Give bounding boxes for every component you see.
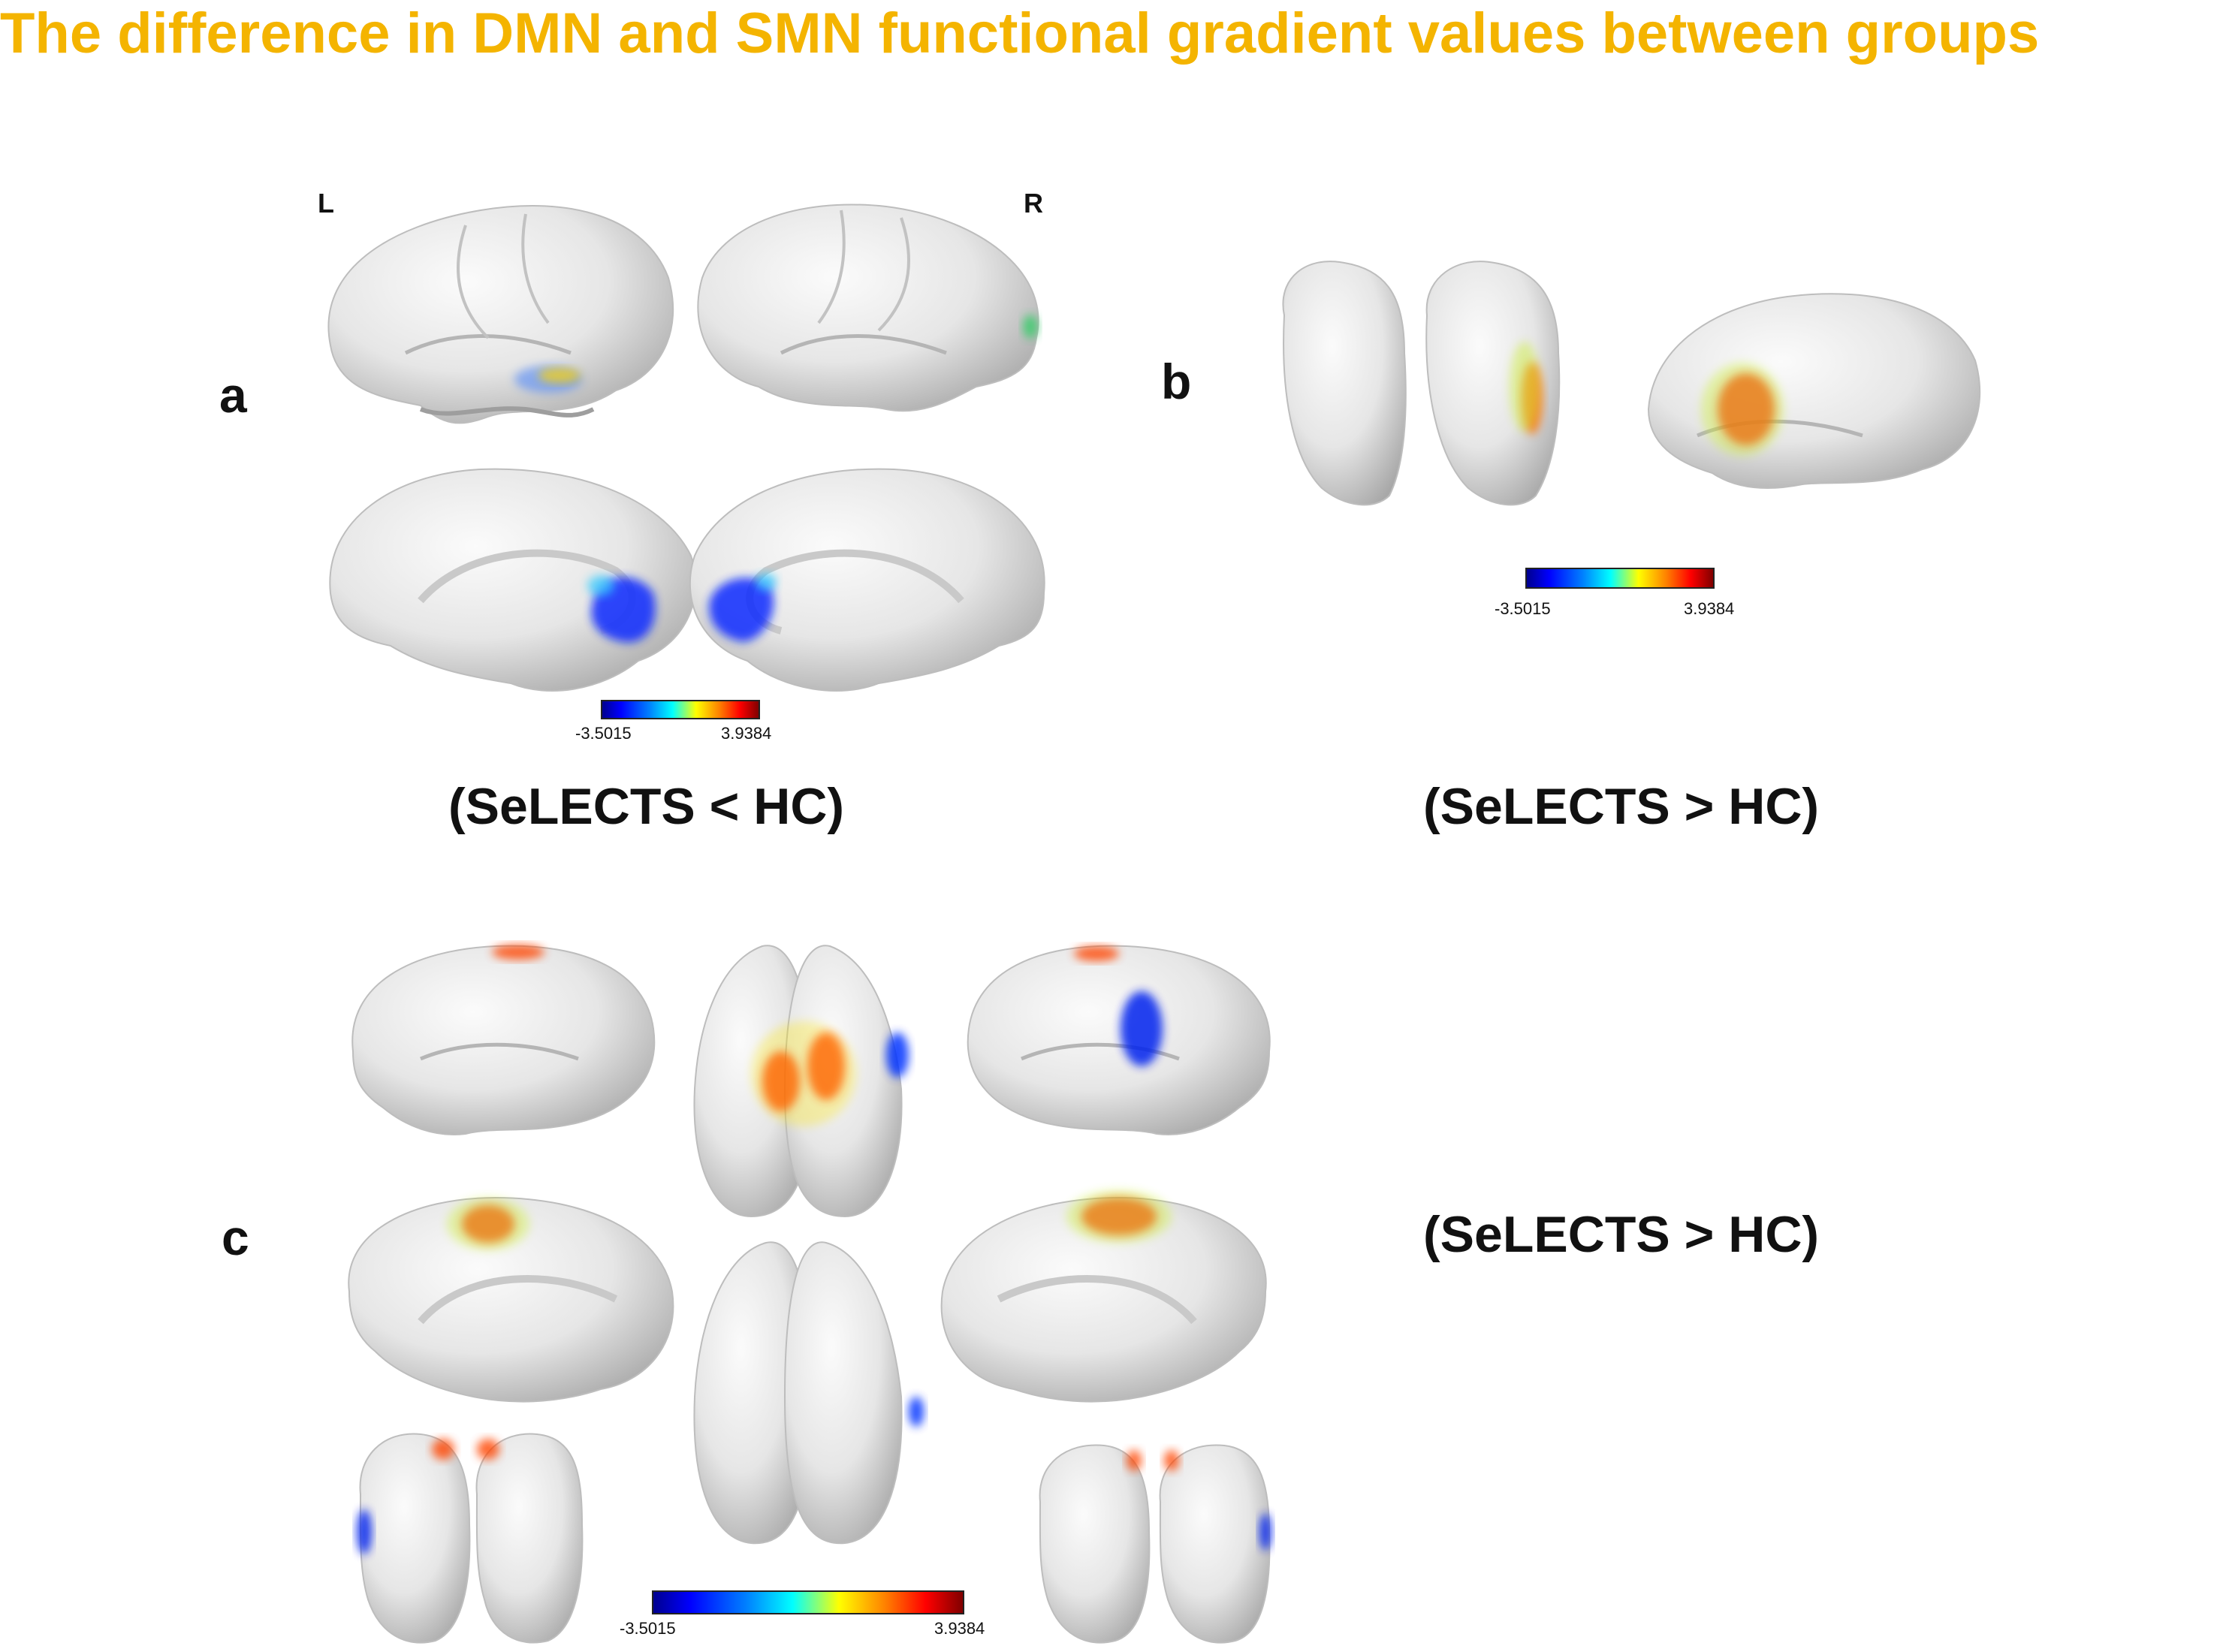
brain-c-medial-left: [348, 1196, 674, 1403]
colorbar-a: [601, 700, 760, 719]
hemisphere-label-right: R: [1024, 188, 1043, 219]
brain-c-lateral-left: [351, 945, 656, 1135]
panel-c-letter: c: [222, 1210, 249, 1265]
colorbar-b-max: 3.9384: [1684, 599, 1735, 618]
brain-a-lateral-left: [327, 205, 674, 424]
hemisphere-label-left: L: [318, 188, 334, 219]
brain-b-frontal: [1282, 261, 1561, 506]
colorbar-b-min: -3.5015: [1495, 599, 1551, 618]
brain-a-lateral-right: [697, 203, 1039, 412]
brain-c-medial-right: [940, 1190, 1267, 1403]
brain-b-lateral: [1647, 293, 1981, 489]
brain-c-frontal-left: [357, 1433, 584, 1644]
panel-b-letter: b: [1161, 354, 1192, 409]
figure-title: The difference in DMN and SMN functional…: [0, 2, 2040, 65]
colorbar-c-max: 3.9384: [934, 1619, 985, 1638]
colorbar-a-min: -3.5015: [575, 724, 632, 743]
brain-a-medial-left: [329, 468, 697, 692]
brain-c-lateral-right: [967, 945, 1271, 1135]
colorbar-c-min: -3.5015: [620, 1619, 676, 1638]
panel-b-group-label: (SeLECTS > HC): [1423, 778, 1820, 835]
brain-a-medial-right: [689, 468, 1045, 692]
panel-c-group-label: (SeLECTS > HC): [1423, 1206, 1820, 1263]
brain-c-dorsal: [693, 945, 909, 1218]
colorbar-c: [652, 1590, 964, 1614]
brain-c-frontal-right: [1039, 1444, 1271, 1644]
panel-a-group-label: (SeLECTS < HC): [448, 778, 845, 835]
panel-a-letter: a: [219, 367, 247, 423]
colorbar-a-max: 3.9384: [721, 724, 772, 743]
brain-c-ventral: [693, 1241, 924, 1545]
colorbar-b: [1525, 568, 1715, 589]
